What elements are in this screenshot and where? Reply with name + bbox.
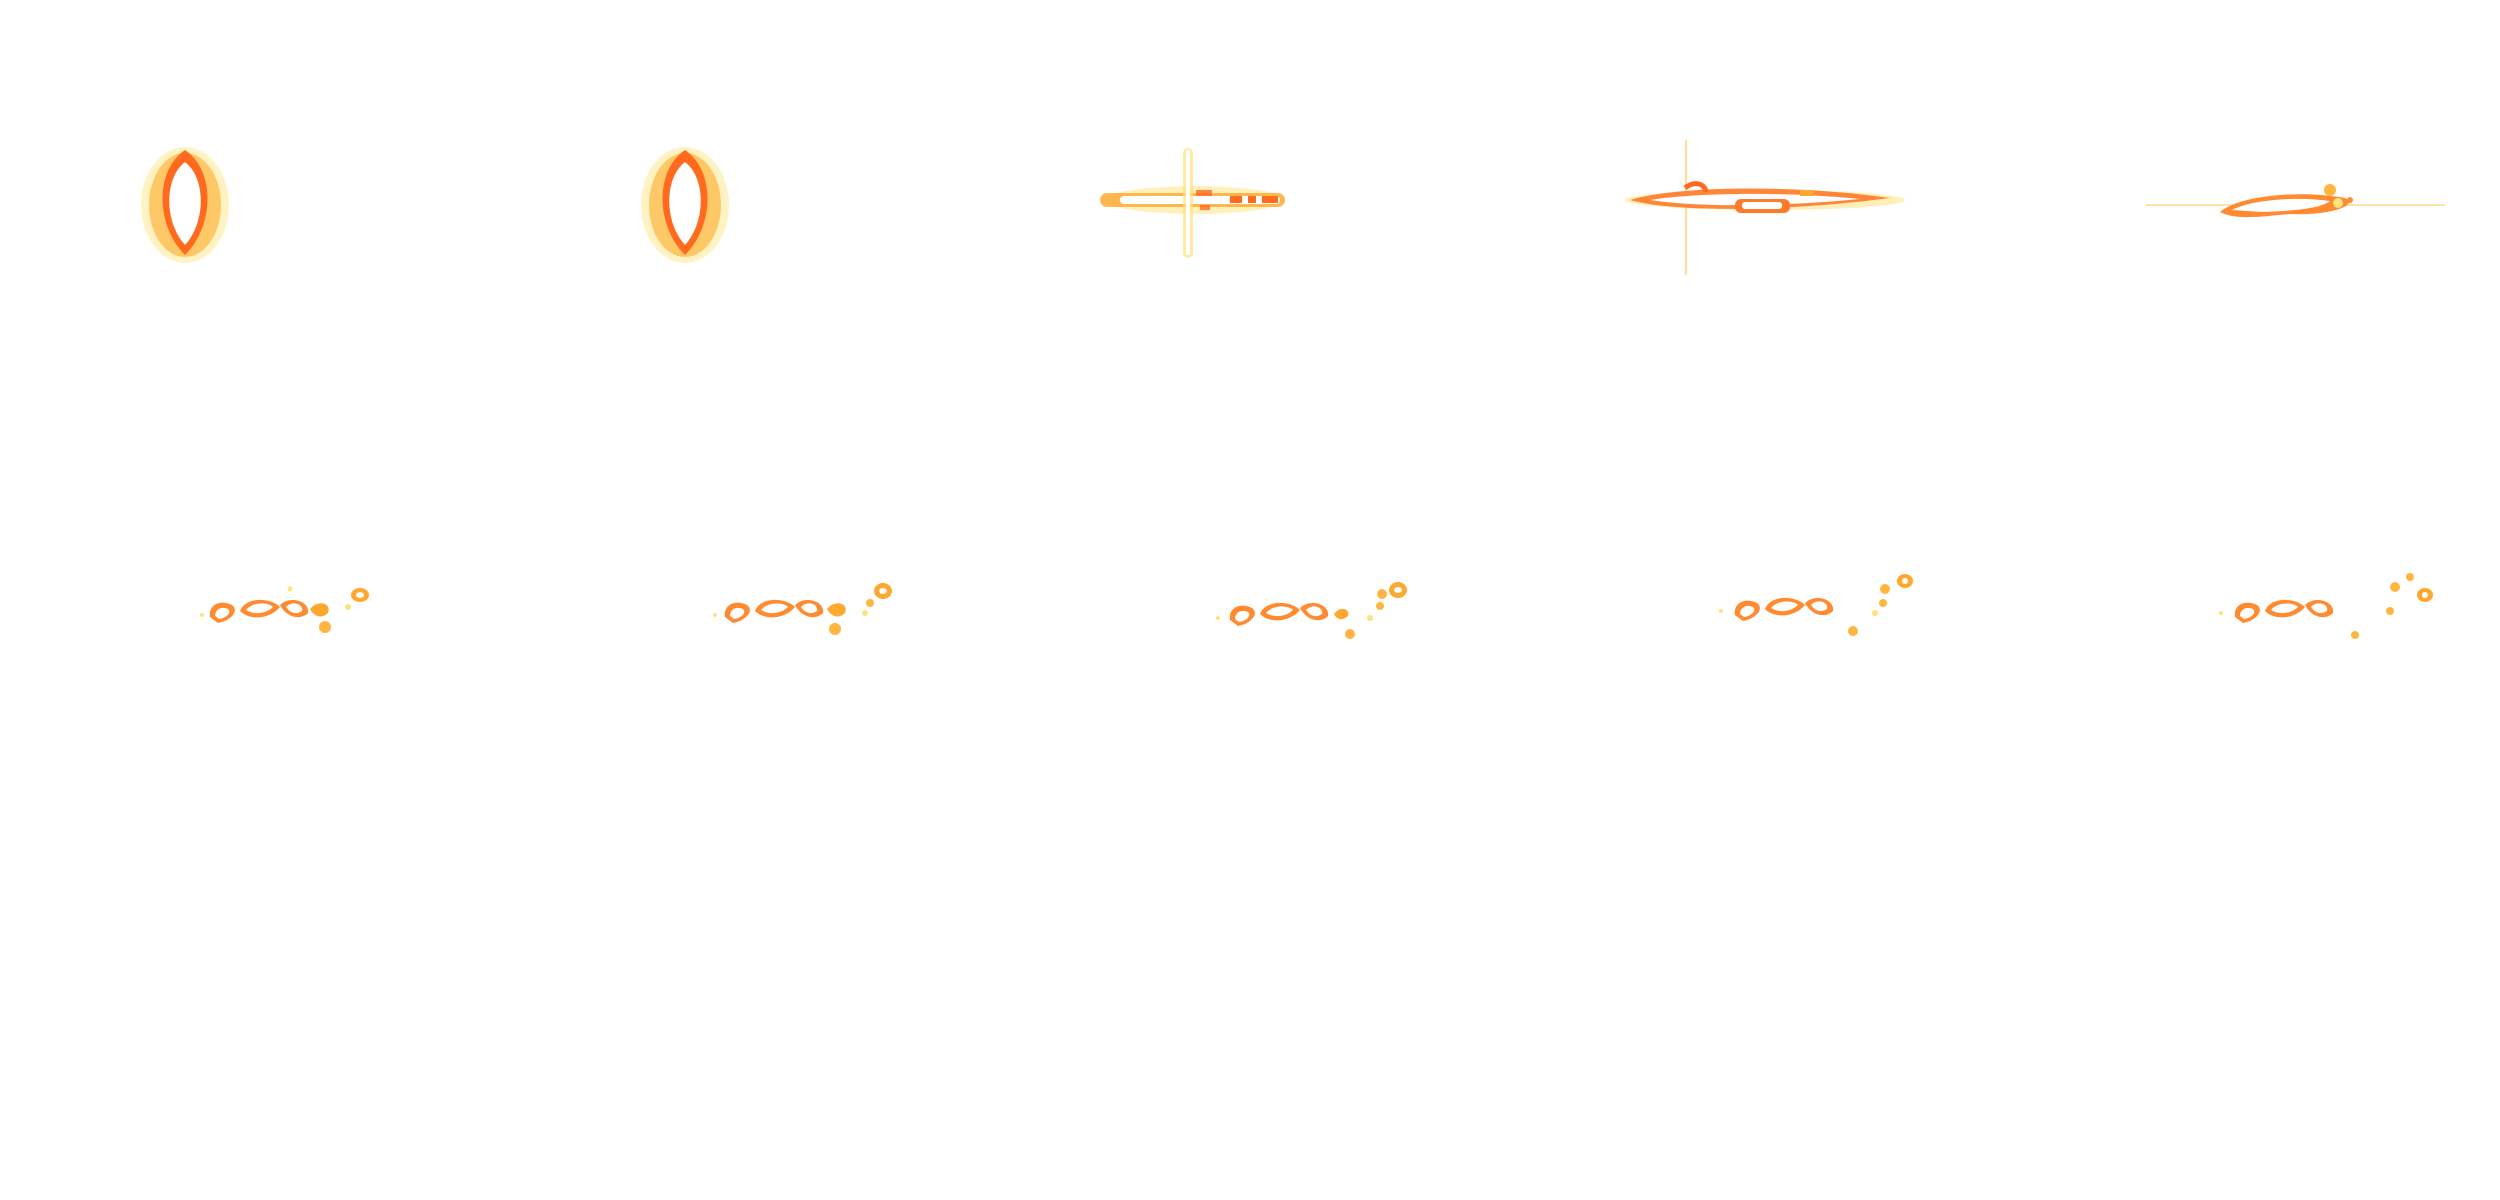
frame-7-ember-scatter [500, 400, 1000, 800]
frame-9-ember-scatter [1500, 400, 2000, 800]
frame-10-ember-scatter [2000, 400, 2500, 800]
frame-8-ember-scatter [1000, 400, 1500, 800]
frame-5-fading-streak [2000, 0, 2500, 400]
frame-4-streak-flash [1500, 0, 2000, 400]
frame-2-teardrop-flame [500, 0, 1000, 400]
frame-1-teardrop-flame [0, 0, 500, 400]
frame-6-ember-scatter [0, 400, 500, 800]
frame-3-cross-flash [1000, 0, 1500, 400]
